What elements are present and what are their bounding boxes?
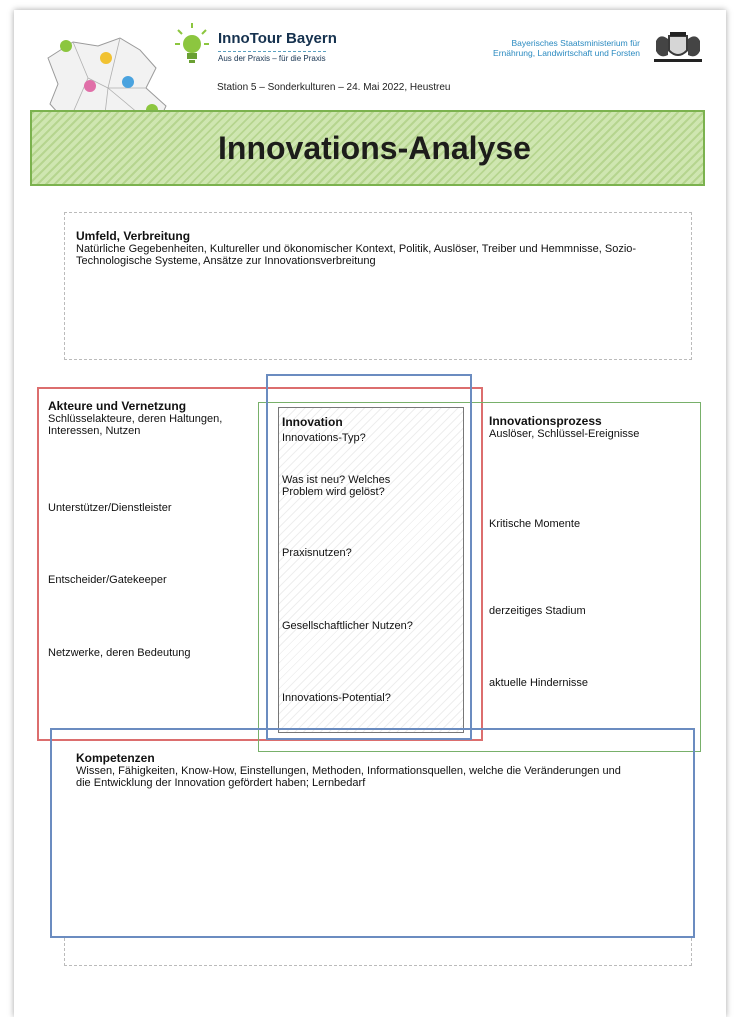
umfeld-box [64, 212, 692, 360]
akteure-text: Schlüsselakteure, deren Haltungen, Inter… [48, 413, 223, 437]
innovation-outer-frame [266, 374, 472, 740]
innovation-item: Innovations-Typ? [282, 432, 366, 444]
ministry-line-1: Bayerisches Staatsministerium für [511, 38, 641, 48]
kompetenzen-section: Kompetenzen Wissen, Fähigkeiten, Know-Ho… [76, 751, 636, 790]
kompetenzen-frame [50, 728, 695, 938]
station-line: Station 5 – Sonderkulturen – 24. Mai 202… [217, 82, 451, 93]
prozess-title: Innovationsprozess [489, 414, 602, 428]
prozess-item: Kritische Momente [489, 518, 581, 530]
innovation-item: Praxisnutzen? [282, 547, 352, 559]
prozess-item: derzeitiges Stadium [489, 605, 586, 617]
kompetenzen-title: Kompetenzen [76, 751, 155, 765]
umfeld-title: Umfeld, Verbreitung [76, 229, 191, 243]
akteure-frame [37, 387, 483, 741]
prozess-header: Innovationsprozess Auslöser, Schlüssel-E… [489, 414, 694, 441]
akteure-title: Akteure und Vernetzung [48, 399, 187, 413]
lightbulb-icon [175, 23, 209, 63]
brand-subtitle: Aus der Praxis – für die Praxis [218, 51, 326, 63]
innovation-item: Was ist neu? Welches Problem wird gelöst… [282, 474, 391, 498]
innovation-title: Innovation [282, 415, 343, 429]
ministry-line-2: Ernährung, Landwirtschaft und Forsten [493, 48, 640, 58]
ministry-name: Bayerisches Staatsministerium für Ernähr… [440, 38, 640, 58]
innovation-item: Gesellschaftlicher Nutzen? [282, 620, 413, 632]
akteure-item: Entscheider/Gatekeeper [48, 574, 167, 586]
title-banner [30, 110, 705, 186]
innovation-item: Innovations-Potential? [282, 692, 391, 704]
coat-of-arms-icon [652, 31, 704, 63]
akteure-header: Akteure und Vernetzung Schlüsselakteure,… [48, 399, 253, 438]
innovation-frame [278, 407, 464, 733]
bottom-dashed-frame [64, 938, 692, 966]
prozess-item: aktuelle Hindernisse [489, 677, 589, 689]
prozess-frame [258, 402, 701, 752]
prozess-text: Auslöser, Schlüssel-Ereignisse [489, 428, 640, 440]
kompetenzen-text: Wissen, Fähigkeiten, Know-How, Einstellu… [76, 765, 621, 789]
page-title: Innovations-Analyse [218, 130, 531, 166]
akteure-item: Netzwerke, deren Bedeutung [48, 647, 191, 659]
innovation-header: Innovation [282, 416, 457, 429]
umfeld-text: Natürliche Gegebenheiten, Kultureller un… [76, 243, 637, 267]
umfeld-section: Umfeld, Verbreitung Natürliche Gegebenhe… [76, 229, 656, 268]
brand-title: InnoTour Bayern [218, 30, 337, 47]
akteure-item: Unterstützer/Dienstleister [48, 502, 172, 514]
